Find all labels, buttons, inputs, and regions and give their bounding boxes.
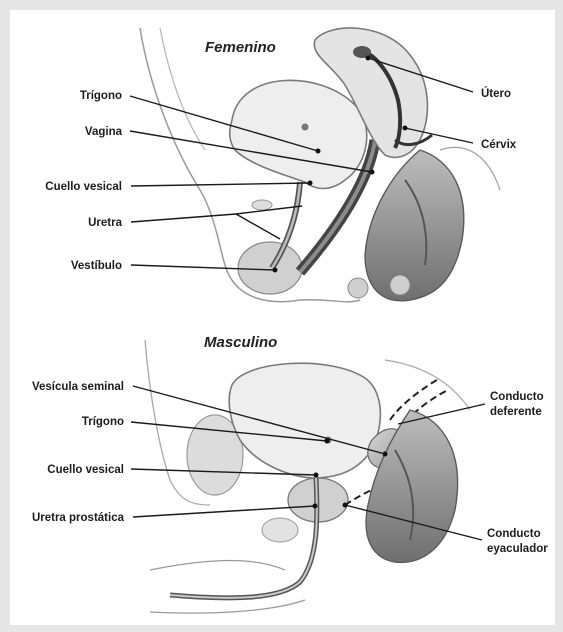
female-abdominal-wall xyxy=(160,28,205,150)
leader-dot xyxy=(314,473,319,478)
label-uretra: Uretra xyxy=(88,217,122,229)
leader-dot xyxy=(383,452,388,457)
label-conducto-deferente-line1: Conducto xyxy=(490,391,544,403)
label-uretra-prostatica: Uretra prostática xyxy=(32,512,125,524)
female-title: Femenino xyxy=(205,39,276,56)
male-bulb xyxy=(262,518,298,542)
leader-dot xyxy=(313,504,318,509)
leader-uretra xyxy=(131,214,236,222)
label-trigono-female: Trígono xyxy=(80,90,122,102)
female-pubic-bone xyxy=(238,242,302,294)
leader-dot xyxy=(343,503,348,508)
female-perineal-body xyxy=(348,278,368,298)
female-bladder xyxy=(230,80,367,188)
male-bladder xyxy=(229,363,380,478)
male-anatomy-illustration xyxy=(145,340,470,613)
label-trigono-male: Trígono xyxy=(82,416,124,428)
anatomy-diagram: Femenino Trígono Vagina Cuello vesical U… xyxy=(10,10,555,625)
label-cervix: Cérvix xyxy=(481,139,517,151)
male-peritoneal-contour xyxy=(385,360,470,410)
leader-dot xyxy=(325,439,330,444)
female-anatomy-illustration xyxy=(140,28,500,302)
illustration-panel: Femenino Trígono Vagina Cuello vesical U… xyxy=(10,10,555,625)
label-vagina: Vagina xyxy=(85,126,123,138)
label-conducto-eyaculador-line1: Conducto xyxy=(487,528,541,540)
leader-uretra-b xyxy=(236,214,280,239)
leader-uretra-prostatica xyxy=(133,506,315,517)
leader-dot xyxy=(366,56,371,61)
male-title: Masculino xyxy=(204,334,277,351)
leader-dot xyxy=(316,149,321,154)
label-conducto-eyaculador-line2: eyaculador xyxy=(487,543,548,555)
label-vestibulo: Vestíbulo xyxy=(71,260,122,272)
female-anal-sphincter xyxy=(390,275,410,295)
label-cuello-vesical-female: Cuello vesical xyxy=(45,181,122,193)
leader-cuello-vesical-f xyxy=(131,183,310,186)
female-small-structure xyxy=(252,200,272,210)
leader-dot xyxy=(273,268,278,273)
label-utero: Útero xyxy=(481,87,511,100)
male-penile-contour-upper xyxy=(150,561,285,570)
label-conducto-deferente-line2: deferente xyxy=(490,406,542,418)
leader-dot xyxy=(403,126,408,131)
leader-dot xyxy=(308,181,313,186)
female-rectum xyxy=(365,150,464,301)
leader-dot xyxy=(370,170,375,175)
label-cuello-vesical-male: Cuello vesical xyxy=(47,464,124,476)
male-penile-contour-lower xyxy=(150,600,305,613)
label-vesicula-seminal: Vesícula seminal xyxy=(32,381,124,393)
female-ureter-opening xyxy=(302,124,309,131)
